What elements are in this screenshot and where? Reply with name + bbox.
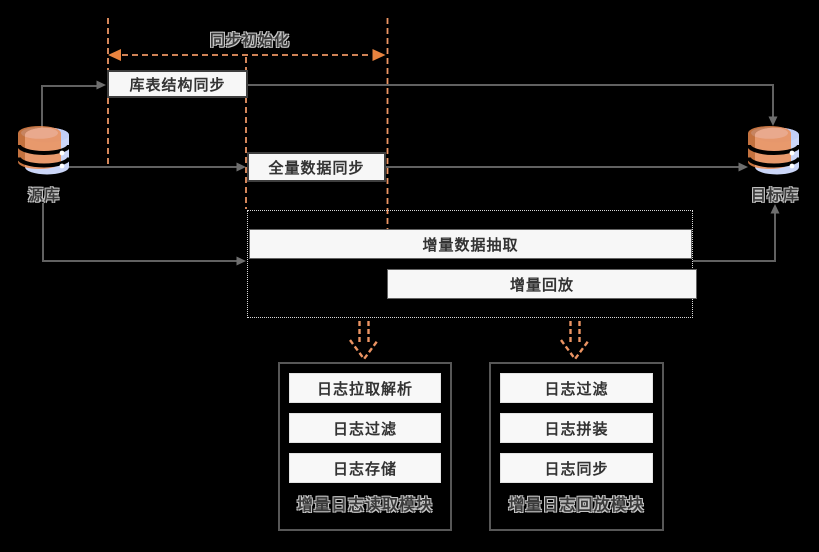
arrowhead-targetdb-top-icon xyxy=(768,116,778,126)
log-read-module: 日志拉取解析 日志过滤 日志存储 增量日志读取模块 xyxy=(278,362,452,531)
down-arrow-right-icon xyxy=(560,321,590,362)
schema-sync-box: 库表结构同步 xyxy=(107,70,248,98)
arrowhead-right-icon xyxy=(372,49,386,61)
log-read-step-1: 日志拉取解析 xyxy=(289,373,441,403)
log-replay-step-3: 日志同步 xyxy=(500,453,653,483)
phase-span-arrowheads xyxy=(108,49,386,61)
phase-title: 同步初始化 xyxy=(209,32,290,49)
incremental-extract-box: 增量数据抽取 xyxy=(249,229,692,259)
arrowhead-targetdb-left-icon xyxy=(738,162,748,172)
log-replay-module-title: 增量日志回放模块 xyxy=(508,497,645,514)
incremental-sync-container xyxy=(247,210,693,318)
log-read-step-2: 日志过滤 xyxy=(289,413,441,443)
connector-schema-to-target xyxy=(248,84,774,117)
log-replay-step-2: 日志拼装 xyxy=(500,413,653,443)
log-replay-step-1: 日志过滤 xyxy=(500,373,653,403)
connector-replay-to-target xyxy=(693,213,776,262)
solid-connectors xyxy=(41,84,776,262)
arrowhead-schema-icon xyxy=(96,80,106,90)
log-read-module-title: 增量日志读取模块 xyxy=(296,497,433,514)
full-data-sync-box: 全量数据同步 xyxy=(247,152,386,182)
arrowhead-fullsync-icon xyxy=(236,162,246,172)
source-db-label: 源库 xyxy=(27,187,60,204)
source-database-icon xyxy=(17,126,71,175)
connector-source-to-incremental xyxy=(42,203,237,262)
incremental-replay-box: 增量回放 xyxy=(387,269,697,299)
target-db-label: 目标库 xyxy=(750,187,799,204)
arrowhead-targetdb-bottom-icon xyxy=(770,204,780,214)
down-arrow-left-icon xyxy=(349,321,379,362)
arrowhead-incremental-icon xyxy=(236,256,246,266)
log-read-step-3: 日志存储 xyxy=(289,453,441,483)
connector-source-to-schema xyxy=(41,85,97,130)
log-replay-module: 日志过滤 日志拼装 日志同步 增量日志回放模块 xyxy=(489,362,664,531)
arrowhead-left-icon xyxy=(108,49,121,61)
solid-arrowheads xyxy=(96,80,780,266)
target-database-icon xyxy=(747,126,801,175)
